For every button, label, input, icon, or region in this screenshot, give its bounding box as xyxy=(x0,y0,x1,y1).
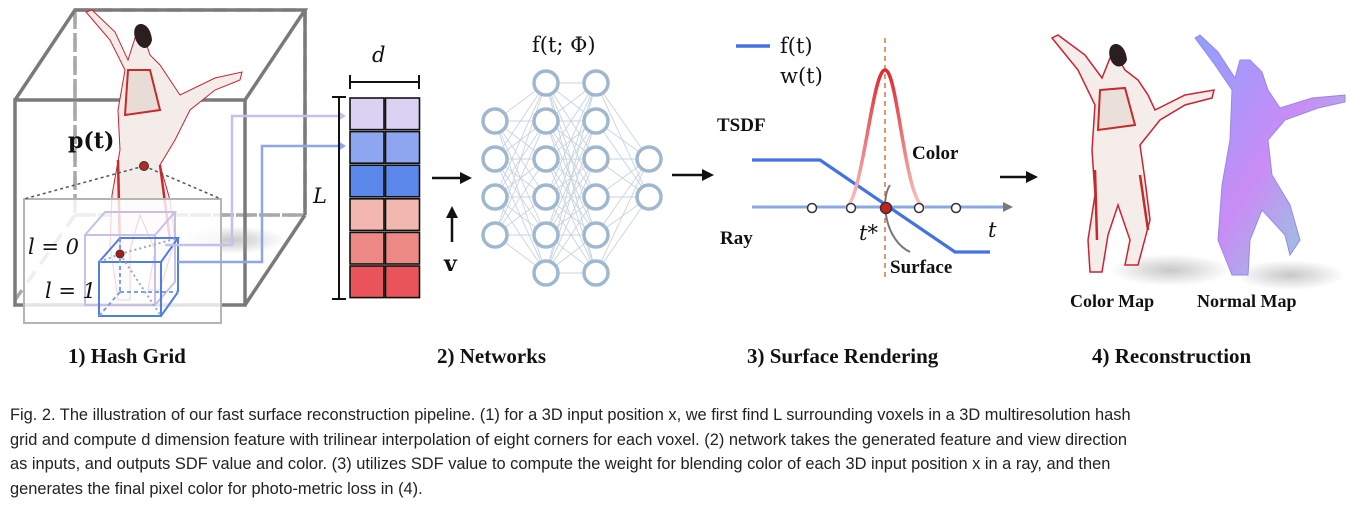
caption-line: as inputs, and outputs SDF value and col… xyxy=(10,455,1111,474)
t-axis-label: t xyxy=(988,218,997,242)
network-edge xyxy=(595,158,650,236)
color-map-label: Color Map xyxy=(1070,291,1154,311)
ray-sample xyxy=(806,202,818,214)
network-edge xyxy=(545,82,597,236)
feature-cell xyxy=(349,130,385,165)
network-function-label: f(t; Φ) xyxy=(532,33,596,57)
level1-connector xyxy=(178,144,338,264)
feature-cell xyxy=(384,164,421,198)
network-edge xyxy=(595,82,650,160)
reconstruction-title: 4) Reconstruction xyxy=(1092,344,1252,368)
caption-line: Fig. 2. The illustration of our fast sur… xyxy=(10,406,1131,424)
level0-connector xyxy=(165,114,338,247)
network-edge xyxy=(545,158,597,274)
feature-levels-label: L xyxy=(312,184,327,208)
ray-sample xyxy=(913,202,925,214)
tstar-label: t* xyxy=(859,221,878,245)
feature-cell xyxy=(384,265,421,299)
caption-line: grid and compute d dimension feature wit… xyxy=(10,430,1128,449)
network-node xyxy=(532,145,560,173)
normal-map-label: Normal Map xyxy=(1197,291,1296,311)
weight-curve xyxy=(844,68,926,209)
network-node xyxy=(532,69,560,97)
rendering-legend: f(t) w(t) xyxy=(736,34,823,88)
surface-rendering-title: 3) Surface Rendering xyxy=(747,344,939,368)
caption-line: generates the final pixel color for phot… xyxy=(10,479,423,498)
network-edge xyxy=(595,158,650,274)
view-direction-label: v xyxy=(443,251,458,277)
network-node xyxy=(481,145,509,173)
network-edge xyxy=(494,120,547,236)
network-node xyxy=(635,183,663,211)
feature-vector: d L xyxy=(312,43,421,300)
network-node xyxy=(582,69,610,97)
network-edge xyxy=(545,120,597,274)
feature-cell xyxy=(384,97,421,131)
surface-label: Surface xyxy=(890,257,952,278)
hash-grid-panel: p(t) xyxy=(13,8,346,368)
level0-label: l = 0 xyxy=(28,235,79,259)
ray-samples xyxy=(806,202,962,214)
network-edge xyxy=(595,196,650,274)
feature-cell xyxy=(384,231,421,265)
tsdf-label: TSDF xyxy=(717,115,766,136)
network-node xyxy=(532,183,560,211)
network-node xyxy=(532,107,560,135)
networks-title: 2) Networks xyxy=(437,344,546,368)
normal-map-figure xyxy=(1194,34,1346,290)
reconstruction-panel: Color Map Normal Map 4) Reconstruction xyxy=(1050,34,1346,368)
feature-cell xyxy=(349,198,385,232)
network-node xyxy=(532,259,560,287)
surface-curve xyxy=(884,184,911,253)
network-panel: f(t; Φ) 2) Networks xyxy=(437,33,663,368)
feature-cell xyxy=(349,231,385,265)
network-edge xyxy=(545,196,597,274)
network-edge xyxy=(545,82,597,198)
legend-f-label: f(t) xyxy=(780,34,813,58)
view-direction: v xyxy=(443,206,458,277)
feature-cell xyxy=(384,198,421,232)
network-edges xyxy=(494,82,650,274)
feature-dim-label: d xyxy=(372,43,385,67)
feature-cell xyxy=(349,97,385,131)
arrow-features-to-network xyxy=(432,172,472,184)
feature-cell xyxy=(349,265,385,299)
network-node xyxy=(481,221,509,249)
network-node xyxy=(582,145,610,173)
level1-label: l = 1 xyxy=(45,279,96,303)
arrow-rendering-to-reconstruction xyxy=(1000,171,1038,183)
network-node xyxy=(481,107,509,135)
network-node xyxy=(635,145,663,173)
surface-rendering-panel: f(t) w(t) TSDF Color Ray t* t Surface 3)… xyxy=(717,34,1013,368)
feature-cell xyxy=(384,130,421,165)
network-edge xyxy=(494,82,547,160)
arrow-network-to-rendering xyxy=(672,169,714,181)
color-map-figure xyxy=(1050,34,1230,286)
network-node xyxy=(582,107,610,135)
network-node xyxy=(481,183,509,211)
network-node xyxy=(582,221,610,249)
figure-caption: Fig. 2. The illustration of our fast sur… xyxy=(10,403,1362,501)
surface-intersection xyxy=(879,201,893,215)
color-label: Color xyxy=(912,143,959,164)
network-node xyxy=(532,221,560,249)
point-label: p(t) xyxy=(68,128,114,154)
ray-sample xyxy=(845,202,857,214)
hash-grid-title: 1) Hash Grid xyxy=(68,344,186,368)
legend-w-label: w(t) xyxy=(780,64,823,88)
ray-sample xyxy=(950,202,962,214)
network-edge xyxy=(494,82,547,236)
network-node xyxy=(582,259,610,287)
network-edge xyxy=(494,82,547,198)
feature-cell xyxy=(349,164,385,198)
network-node xyxy=(582,183,610,211)
ray-label: Ray xyxy=(720,228,753,249)
network-nodes xyxy=(481,69,663,287)
network-edge xyxy=(494,158,547,236)
network-edge xyxy=(545,82,597,160)
